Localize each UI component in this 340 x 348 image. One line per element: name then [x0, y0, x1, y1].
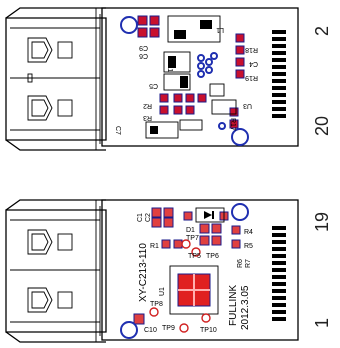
date-label: 2012.3.05	[240, 285, 251, 330]
bottom-board: C1 C2 D1 TP7 R1 TP5 TP6 R4 R5 R6 R7 XY-C…	[5, 199, 332, 343]
label-TP8: TP8	[150, 301, 163, 308]
label-R5: R5	[244, 243, 253, 250]
bottom-pin-number-end: 19	[312, 212, 332, 232]
label-C9: C9	[139, 44, 148, 51]
top-pin-number-start: 20	[312, 116, 332, 136]
label-C2: C2	[145, 213, 152, 222]
label-C7: C7	[114, 126, 121, 135]
label-R17: R17	[229, 118, 236, 131]
label-R1: R1	[150, 243, 159, 250]
label-R19: R19	[245, 74, 258, 81]
label-C10: C10	[144, 327, 157, 334]
top-hdmi-connector	[5, 7, 107, 151]
label-TP7: TP7	[186, 235, 199, 242]
top-board-outline	[101, 7, 299, 147]
top-vias	[120, 16, 249, 146]
label-TP5: TP5	[188, 253, 201, 260]
diode-D1	[195, 207, 225, 223]
label-L1: L1	[216, 26, 224, 33]
bottom-board-outline	[101, 199, 299, 341]
label-R7: R7	[245, 259, 252, 268]
label-C4: C4	[249, 60, 258, 67]
brand-label: FULLINK	[228, 285, 239, 326]
label-U3: U3	[243, 102, 252, 109]
label-R4: R4	[244, 229, 253, 236]
label-C5: C5	[149, 82, 158, 89]
label-TP6: TP6	[206, 253, 219, 260]
label-C6: C6	[139, 52, 148, 59]
label-D1: D1	[186, 227, 195, 234]
label-R6: R6	[237, 259, 244, 268]
bottom-hdmi-connector	[5, 199, 107, 343]
top-pads	[137, 15, 245, 129]
top-pin-number-end: 2	[312, 26, 332, 36]
label-R3: R3	[143, 114, 152, 121]
bottom-test-points	[120, 203, 249, 339]
label-C1: C1	[137, 213, 144, 222]
label-R2: R2	[143, 102, 152, 109]
top-pin-strip	[272, 30, 286, 118]
label-R18: R18	[245, 46, 258, 53]
top-component-outlines	[145, 51, 237, 139]
bottom-pin-strip	[272, 226, 286, 321]
label-C11: C11	[166, 60, 173, 72]
label-TP9: TP9	[162, 325, 175, 332]
inductor-L1	[167, 15, 221, 43]
top-board: L1 C9 C6 C11 C5 R18 C4 R19 R2 R3 R17 U3 …	[5, 7, 332, 151]
chip-U1	[169, 265, 219, 315]
part-number: XY-C213-110	[138, 243, 149, 302]
bottom-pads	[133, 207, 241, 325]
bottom-pin-number-start: 1	[312, 318, 332, 328]
label-U1: U1	[159, 287, 166, 296]
label-TP10: TP10	[200, 327, 217, 334]
